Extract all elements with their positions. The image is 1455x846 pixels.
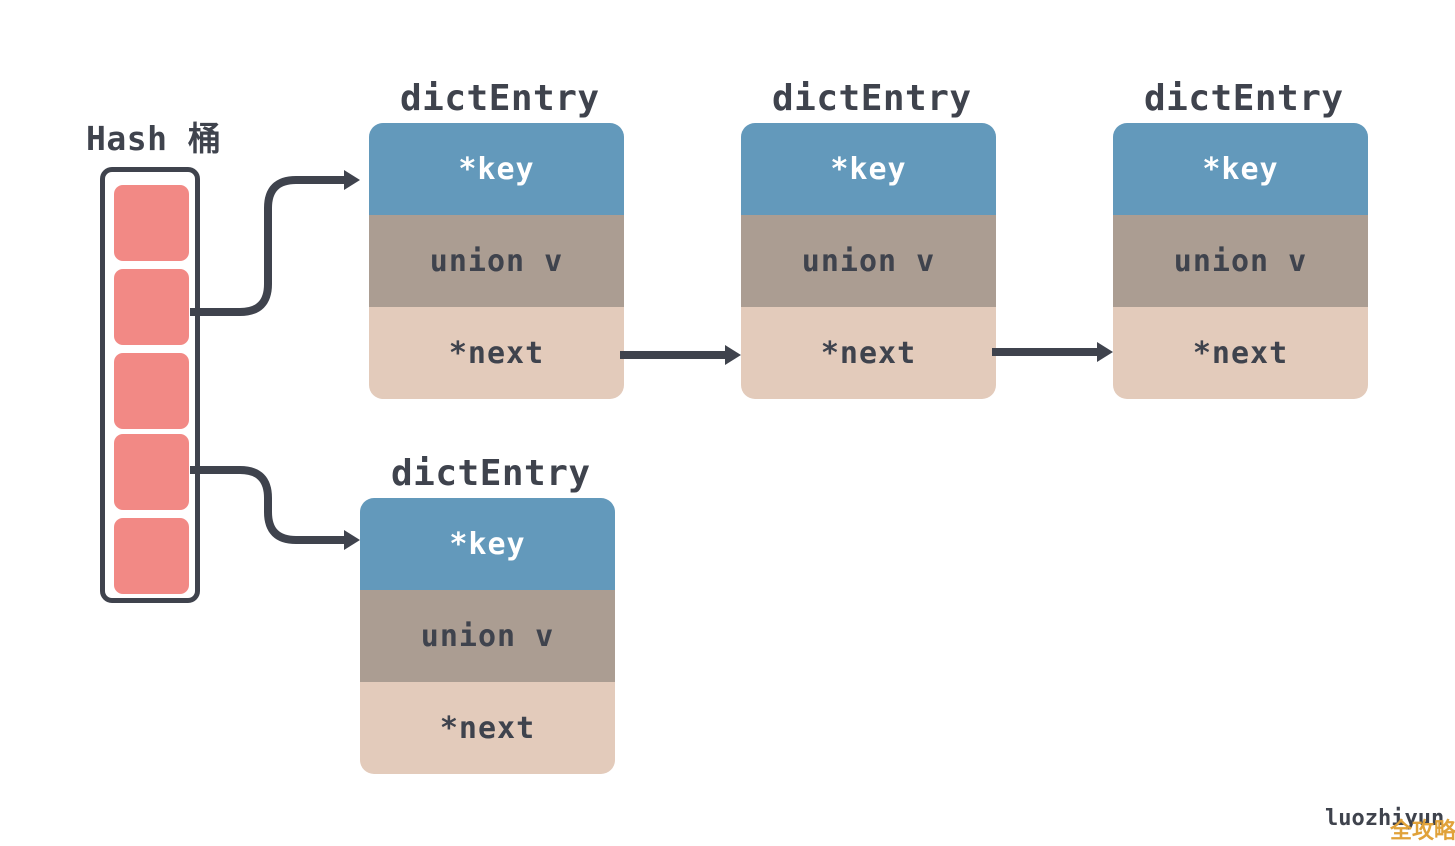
entry-3-next-field: *next — [1113, 307, 1368, 399]
arrowhead-4 — [1097, 342, 1113, 362]
bucket-slot-3 — [114, 353, 189, 429]
bucket-slot-4 — [114, 434, 189, 510]
entry-1-value-field: union v — [369, 215, 624, 307]
dict-entry-1: *key union v *next — [369, 123, 624, 399]
dict-entry-2: *key union v *next — [741, 123, 996, 399]
entry-1-title: dictEntry — [400, 78, 600, 119]
arrowhead-1 — [344, 170, 360, 190]
entry-3-key-field: *key — [1113, 123, 1368, 215]
arrowhead-2 — [344, 530, 360, 550]
watermark-logo: 全攻略 — [1390, 819, 1455, 844]
bucket-slot-5 — [114, 518, 189, 594]
entry-3-title: dictEntry — [1144, 78, 1344, 119]
dict-entry-3: *key union v *next — [1113, 123, 1368, 399]
entry-2-key-field: *key — [741, 123, 996, 215]
entry-2-title: dictEntry — [772, 78, 972, 119]
arrowhead-3 — [725, 345, 741, 365]
watermark-text: luozhiyun — [1325, 806, 1445, 831]
bucket-slot-1 — [114, 185, 189, 261]
entry-2-value-field: union v — [741, 215, 996, 307]
bucket-title: Hash 桶 — [86, 119, 222, 158]
entry-1-next-field: *next — [369, 307, 624, 399]
dict-entry-4: *key union v *next — [360, 498, 615, 774]
hash-bucket — [100, 167, 200, 603]
entry-4-value-field: union v — [360, 590, 615, 682]
entry-4-title: dictEntry — [391, 453, 591, 494]
entry-4-key-field: *key — [360, 498, 615, 590]
entry-3-value-field: union v — [1113, 215, 1368, 307]
bucket-to-entry-1-arrow — [190, 176, 346, 316]
entry-1-key-field: *key — [369, 123, 624, 215]
entry-2-next-field: *next — [741, 307, 996, 399]
bucket-to-entry-4-arrow — [190, 466, 346, 544]
entry-4-next-field: *next — [360, 682, 615, 774]
bucket-slot-2 — [114, 269, 189, 345]
